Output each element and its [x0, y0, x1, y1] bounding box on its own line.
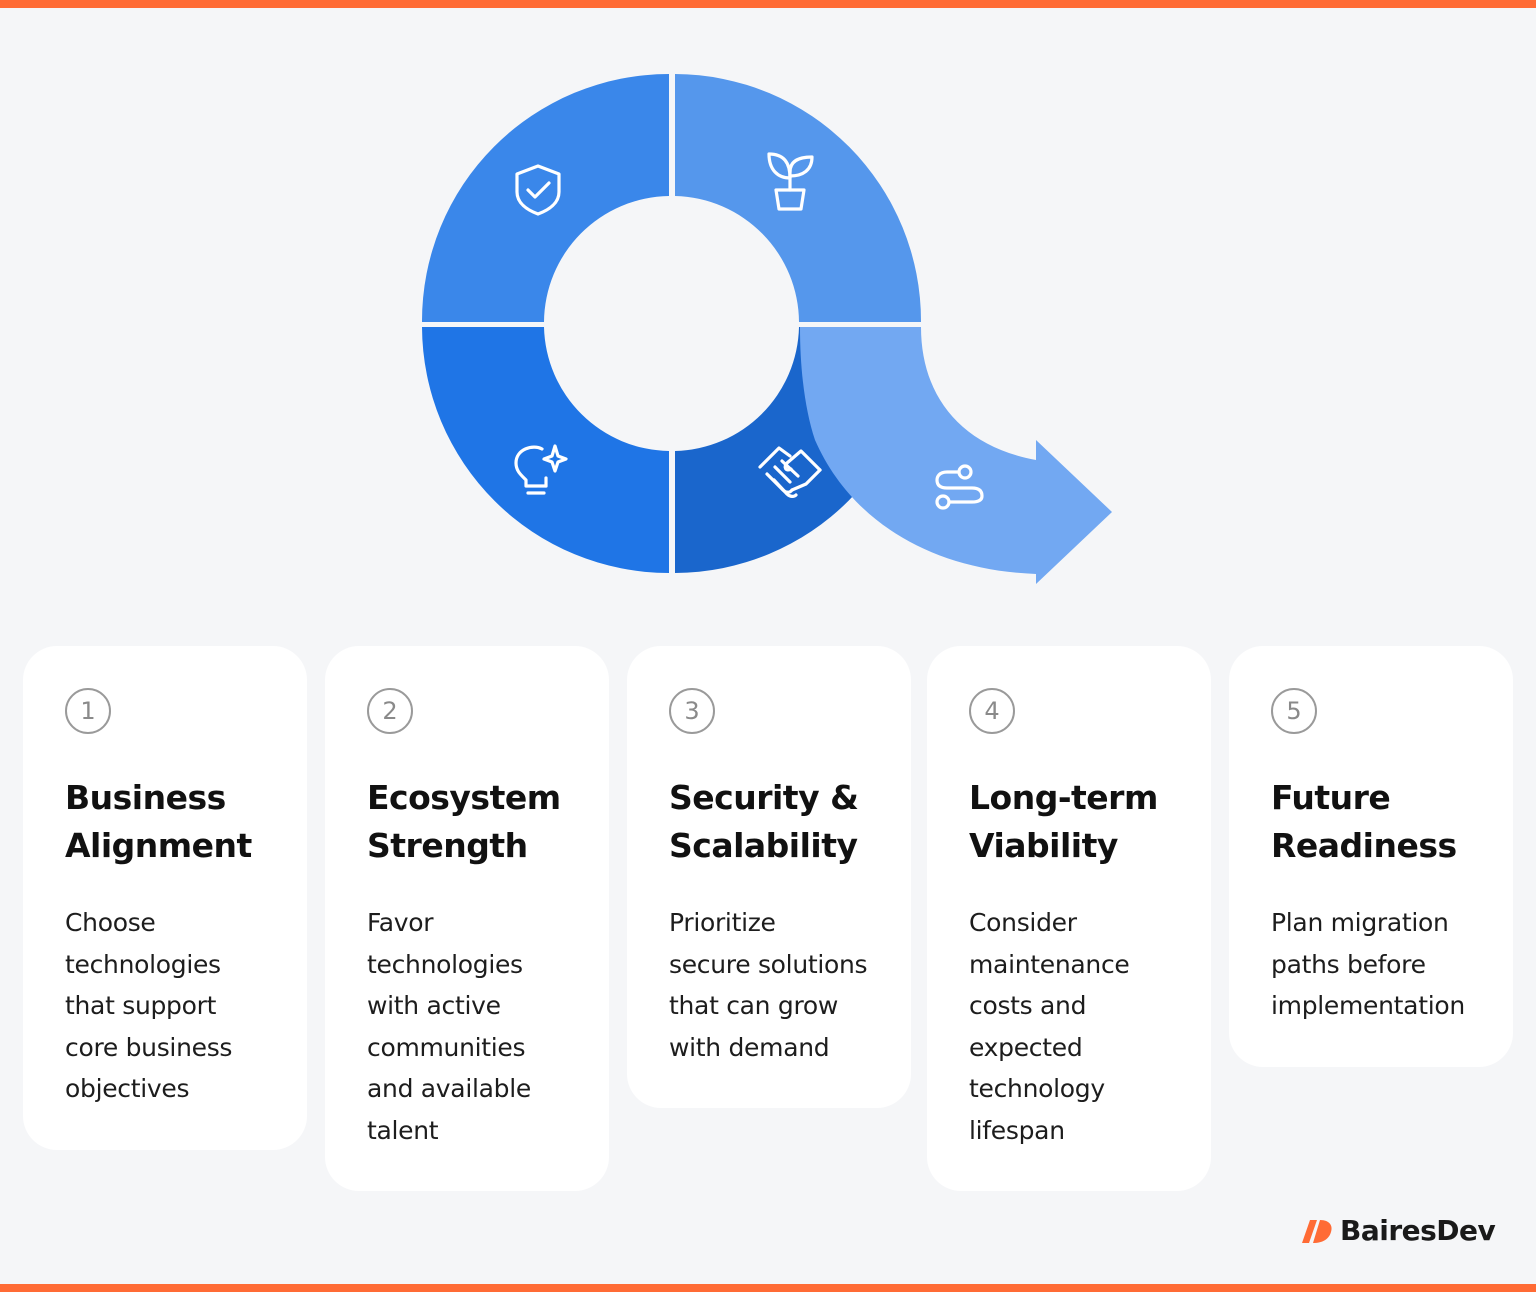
brand-logo: BairesDev	[1300, 1214, 1496, 1247]
route-icon	[935, 464, 984, 510]
shield-check-icon	[515, 164, 561, 216]
cycle-diagram	[421, 74, 1112, 584]
step-number-badge: 2	[367, 688, 413, 734]
step-number-badge: 3	[669, 688, 715, 734]
segment-roadmap-arrow	[800, 327, 1112, 584]
step-number-badge: 1	[65, 688, 111, 734]
segment-innovation	[422, 327, 669, 573]
top-accent-bar	[0, 0, 1536, 8]
bairesdev-logo-icon	[1302, 1219, 1332, 1243]
step-number-badge: 4	[969, 688, 1015, 734]
plant-icon	[767, 152, 814, 211]
lightbulb-sparkle-icon	[514, 444, 568, 495]
card-title: Security &Scalability	[669, 778, 859, 865]
handshake-icon	[758, 446, 822, 498]
segment-ecosystem	[675, 74, 922, 322]
step-number-badge: 5	[1271, 688, 1317, 734]
bottom-accent-bar	[0, 1284, 1536, 1292]
segment-security	[421, 74, 669, 322]
brand-name: BairesDev	[1340, 1214, 1496, 1247]
